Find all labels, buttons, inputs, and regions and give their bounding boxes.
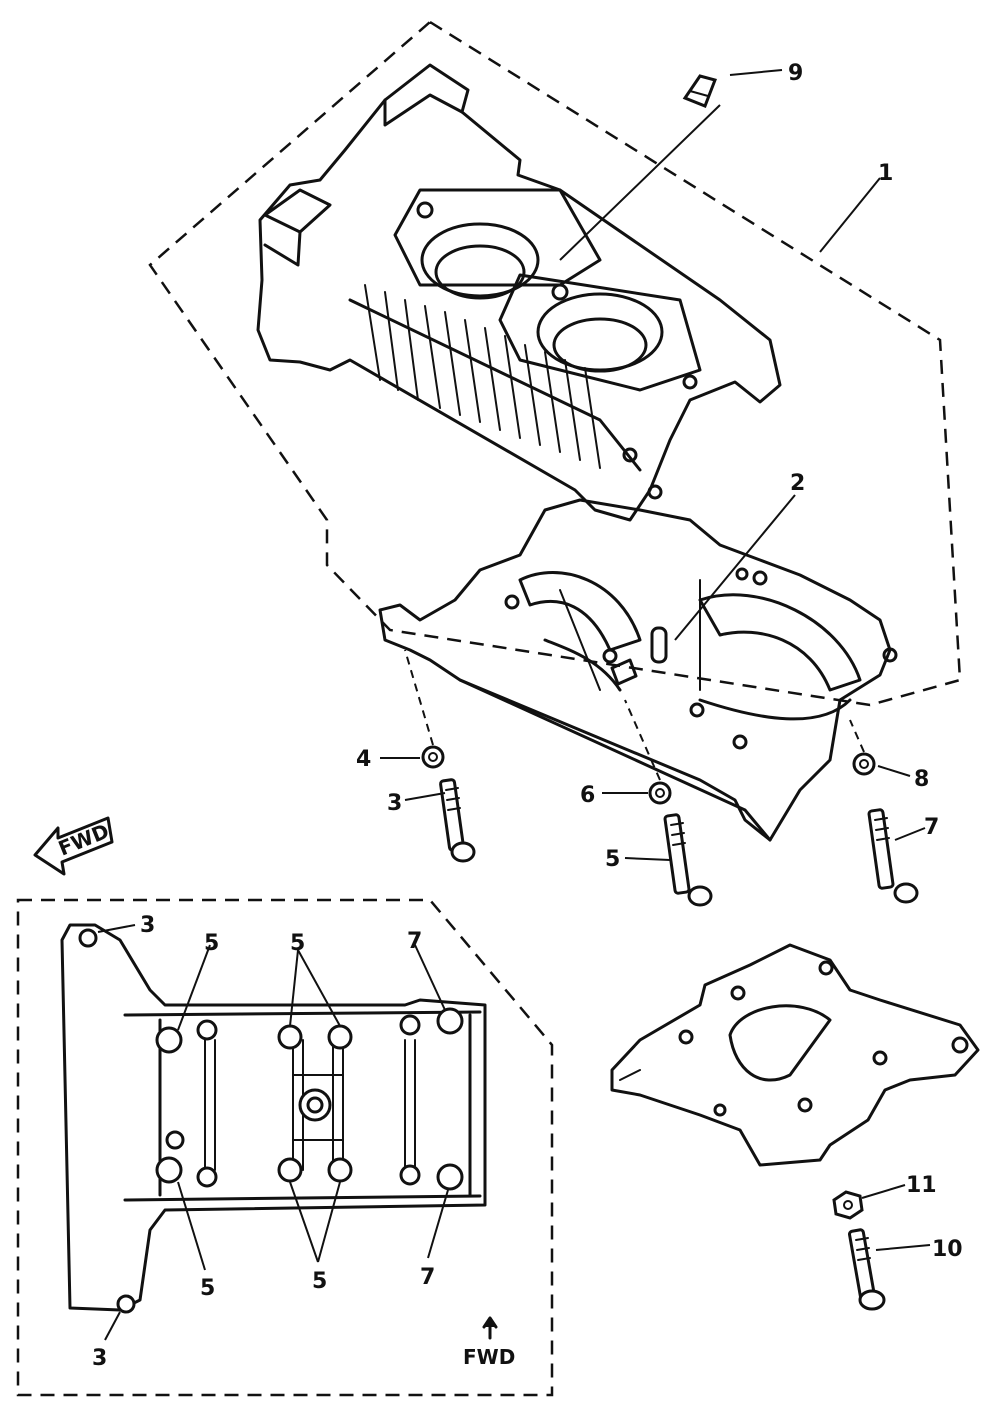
callout-7: 7 bbox=[924, 815, 939, 840]
inset-callout-5-left-top: 5 bbox=[204, 931, 219, 956]
washer-4 bbox=[421, 745, 445, 769]
mounting-bracket bbox=[610, 943, 980, 1167]
inset-boundary bbox=[16, 898, 554, 1397]
callout-4: 4 bbox=[356, 747, 371, 772]
inset-callout-5-mid-bottom: 5 bbox=[312, 1269, 327, 1294]
inset-callout-7-bottom: 7 bbox=[420, 1265, 435, 1290]
lower-crankcase bbox=[378, 498, 898, 842]
fwd-arrow: FWD bbox=[33, 816, 114, 876]
callout-11: 11 bbox=[906, 1173, 937, 1198]
callout-6: 6 bbox=[580, 783, 595, 808]
inset-callout-3-bottom: 3 bbox=[92, 1346, 107, 1371]
inset-callout-5-mid-top: 5 bbox=[290, 931, 305, 956]
inset-bottom-view bbox=[60, 923, 487, 1314]
callout-5: 5 bbox=[605, 847, 620, 872]
callout-2: 2 bbox=[790, 471, 805, 496]
washer-6 bbox=[648, 781, 672, 805]
washer-8 bbox=[852, 752, 876, 776]
assembly-boundary bbox=[148, 20, 962, 707]
inset-fwd-label: FWD bbox=[463, 1345, 515, 1369]
bolt-5 bbox=[663, 813, 713, 907]
inset-callout-5-left-bottom: 5 bbox=[200, 1276, 215, 1301]
callout-9: 9 bbox=[788, 61, 803, 86]
callout-10: 10 bbox=[932, 1237, 963, 1262]
callout-8: 8 bbox=[914, 767, 929, 792]
dowel-pin bbox=[650, 626, 668, 664]
plug-part-9 bbox=[682, 74, 717, 108]
inset-callout-7-top: 7 bbox=[407, 929, 422, 954]
upper-crankcase bbox=[256, 63, 782, 522]
inset-fwd-indicator: FWD bbox=[463, 1316, 515, 1369]
bolt-7 bbox=[867, 808, 919, 904]
bolt-10 bbox=[848, 1228, 886, 1311]
inset-callout-3-top: 3 bbox=[140, 913, 155, 938]
nut-11 bbox=[832, 1190, 864, 1220]
callout-1: 1 bbox=[878, 161, 893, 186]
callout-3: 3 bbox=[387, 791, 402, 816]
bolt-3 bbox=[439, 778, 476, 863]
